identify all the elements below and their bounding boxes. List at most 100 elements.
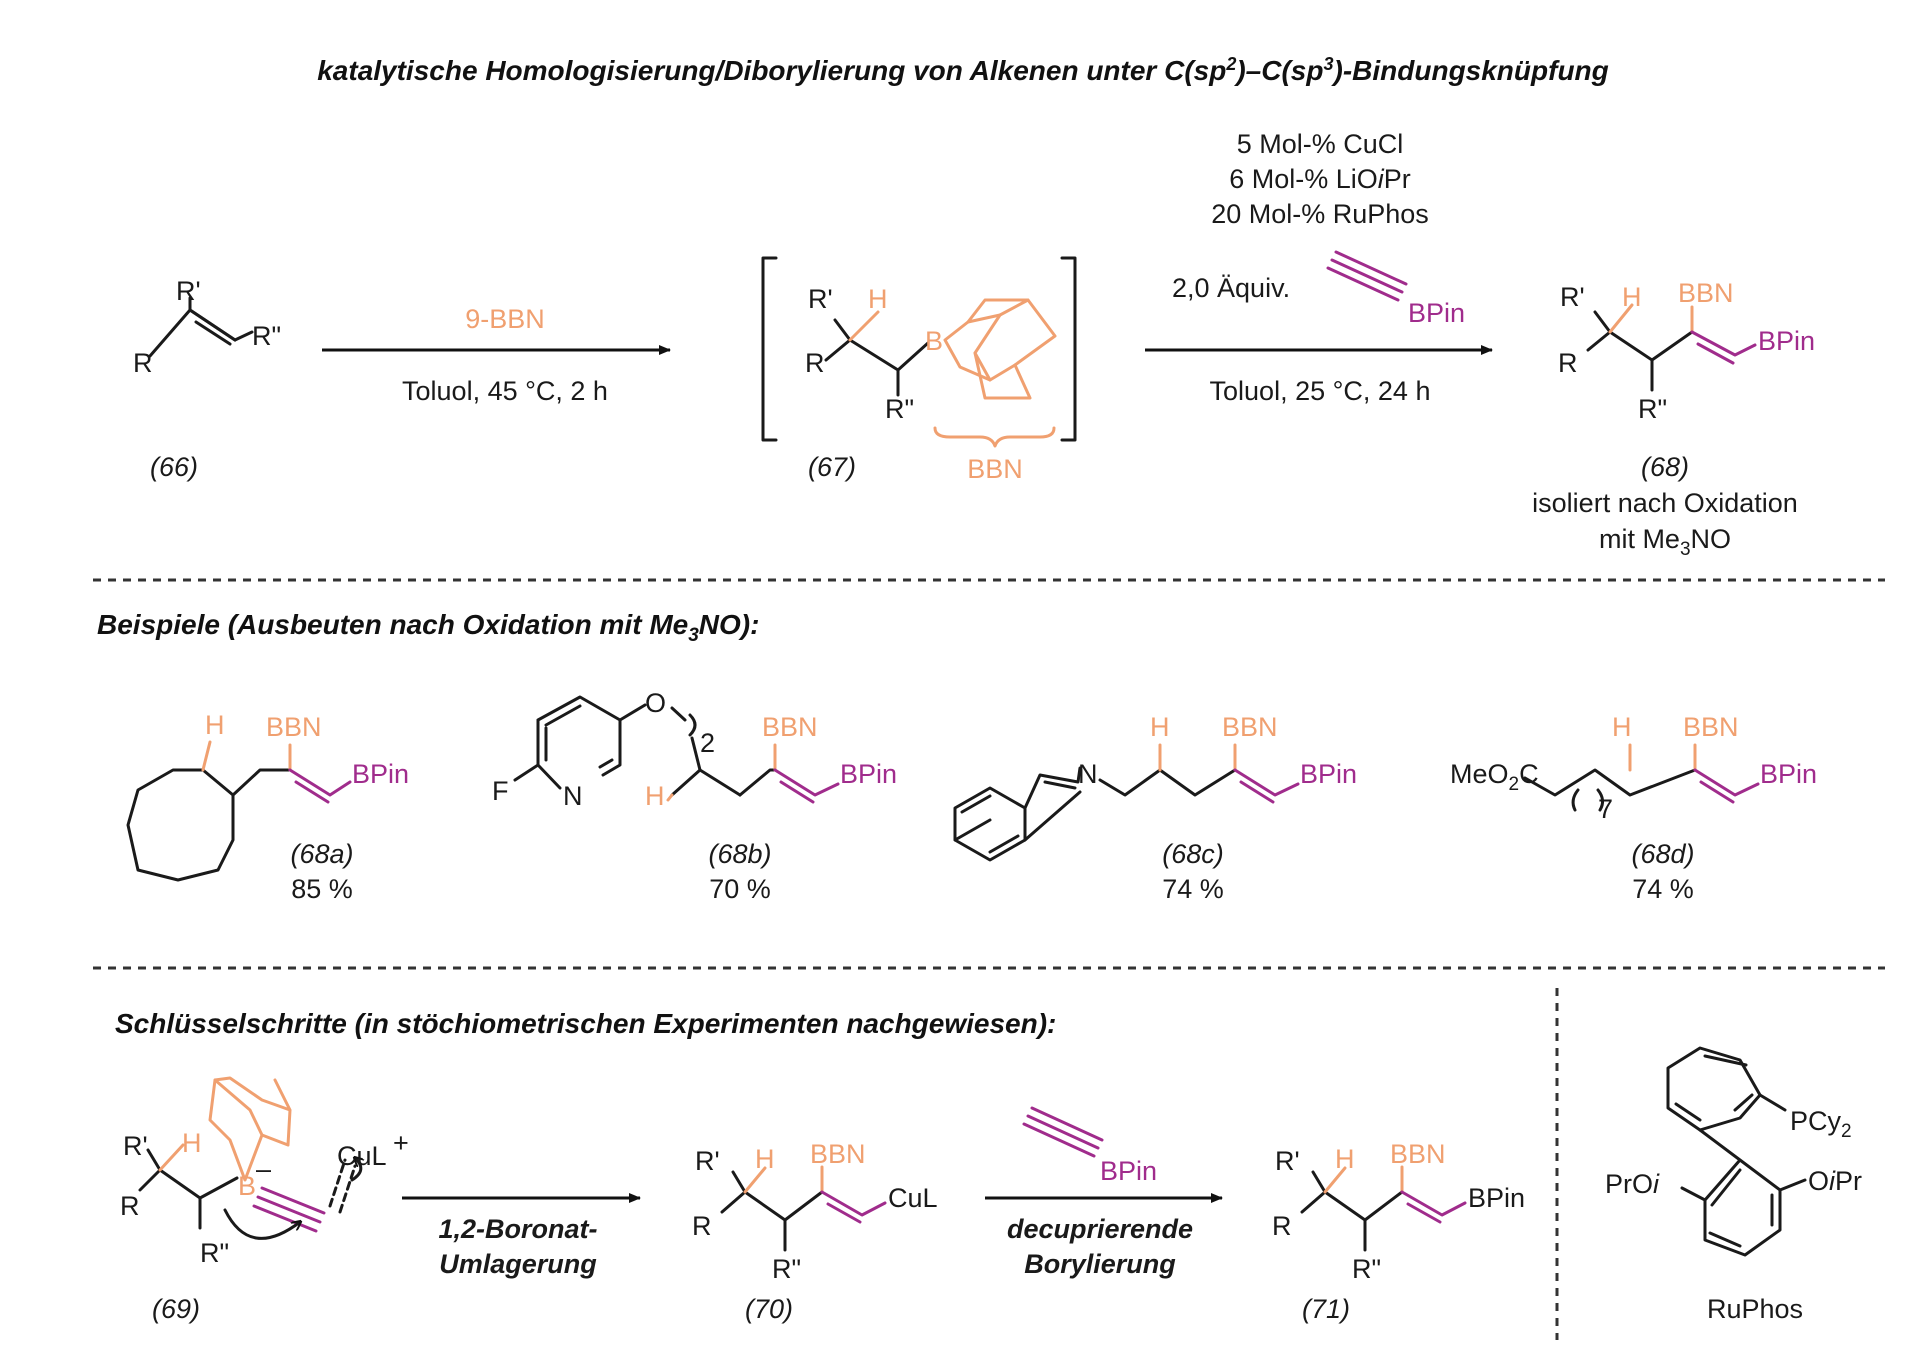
compound-68: R' H R R" BBN BPin (68) isoliert nach Ox… xyxy=(1532,278,1815,560)
arrow-borylation: BPin decuprierende Borylierung xyxy=(985,1106,1223,1279)
bpin-label: BPin xyxy=(840,759,897,789)
r-double-prime-label: R" xyxy=(200,1238,229,1268)
r-prime-label: R' xyxy=(123,1131,148,1161)
bbn-label: BBN xyxy=(1683,712,1739,742)
compound-69: R' H R R" B – CuL + (69) xyxy=(120,1076,409,1324)
h-label: H xyxy=(868,284,888,314)
h-label: H xyxy=(1612,712,1632,742)
yield-68b: 70 % xyxy=(709,874,771,904)
pcy2-label: PCy2 xyxy=(1790,1106,1852,1142)
meo2c-label: MeO2C xyxy=(1450,759,1539,795)
ruphos-label: RuPhos xyxy=(1707,1294,1803,1324)
plus-charge: + xyxy=(393,1128,409,1158)
arrow3-label-line1: 1,2-Boronat- xyxy=(438,1214,597,1244)
ruphos-structure: PCy2 PrOi OiPr RuPhos xyxy=(1605,1046,1862,1324)
r-double-prime-label: R" xyxy=(885,394,914,424)
mechanism-heading: Schlüsselschritte (in stöchiometrischen … xyxy=(115,1008,1056,1039)
bpin-label: BPin xyxy=(1300,759,1357,789)
label-67: (67) xyxy=(808,452,856,482)
example-68a: H BBN BPin (68a) 85 % xyxy=(126,710,409,904)
label-68b: (68b) xyxy=(708,839,771,869)
r-label: R xyxy=(805,348,825,378)
arrow-step1: 9-BBN Toluol, 45 °C, 2 h xyxy=(322,304,671,406)
compound-66: R' R" R (66) xyxy=(133,276,281,482)
h-label: H xyxy=(645,781,665,811)
r-double-prime-label: R" xyxy=(1638,394,1667,424)
alkyne-bpin-label: BPin xyxy=(1100,1156,1157,1186)
arrow-rearrangement: 1,2-Boronat- Umlagerung xyxy=(402,1193,641,1279)
nitrogen-label: N xyxy=(1078,759,1098,789)
bbn-label: BBN xyxy=(266,712,322,742)
arrow4-label-line1: decuprierende xyxy=(1007,1214,1193,1244)
label-68a: (68a) xyxy=(290,839,353,869)
compound-71: R' H R R" BBN BPin (71) xyxy=(1272,1139,1525,1324)
alkyne-equiv: 2,0 Äquiv. xyxy=(1172,273,1290,303)
arrow4-label-line2: Borylierung xyxy=(1024,1249,1176,1279)
proi-label: PrOi xyxy=(1605,1169,1660,1199)
bbn-label: BBN xyxy=(1678,278,1734,308)
label-70: (70) xyxy=(745,1294,793,1324)
cul-label: CuL xyxy=(337,1141,387,1171)
bpin-label: BPin xyxy=(1408,298,1465,328)
r-label: R xyxy=(1272,1211,1292,1241)
oipr-label: OiPr xyxy=(1808,1166,1862,1196)
h-label: H xyxy=(1335,1144,1355,1174)
r-double-prime-label: R" xyxy=(1352,1254,1381,1284)
note-68-line2: mit Me3NO xyxy=(1599,524,1731,560)
examples-heading: Beispiele (Ausbeuten nach Oxidation mit … xyxy=(97,609,759,646)
ligand-ruphos-loading: 20 Mol-% RuPhos xyxy=(1211,199,1429,229)
r-label: R xyxy=(133,348,153,378)
example-68c: N H BBN BPin (68c) 74 % xyxy=(953,712,1357,904)
scheme-title: katalytische Homologisierung/Diborylieru… xyxy=(317,54,1609,86)
bbn-label: BBN xyxy=(1390,1139,1446,1169)
bbn-label: BBN xyxy=(762,712,818,742)
r-prime-label: R' xyxy=(695,1146,720,1176)
yield-68d: 74 % xyxy=(1632,874,1694,904)
h-label: H xyxy=(755,1144,775,1174)
r-prime-label: R' xyxy=(1275,1146,1300,1176)
h-label: H xyxy=(205,710,225,740)
label-68: (68) xyxy=(1641,452,1689,482)
r-double-prime-label: R" xyxy=(772,1254,801,1284)
base-lioipr: 6 Mol-% LiOiPr xyxy=(1229,164,1411,194)
boron-label: B xyxy=(925,326,943,356)
bpin-label: BPin xyxy=(352,759,409,789)
reagent-9bbn: 9-BBN xyxy=(465,304,545,334)
arrow-step2: 5 Mol-% CuCl 6 Mol-% LiOiPr 20 Mol-% RuP… xyxy=(1145,129,1493,406)
example-68b: O 2 F N H BBN BPin (68b) 70 % xyxy=(492,688,897,904)
chain-subscript-7: 7 xyxy=(1598,794,1613,824)
yield-68a: 85 % xyxy=(291,874,353,904)
r-label: R xyxy=(1558,348,1578,378)
r-prime-label: R' xyxy=(176,276,201,306)
h-label: H xyxy=(182,1128,202,1158)
bbn-label: BBN xyxy=(810,1139,866,1169)
label-68d: (68d) xyxy=(1631,839,1694,869)
r-label: R xyxy=(120,1191,140,1221)
bracket-left xyxy=(761,256,778,442)
label-66: (66) xyxy=(150,452,198,482)
bpin-label: BPin xyxy=(1760,759,1817,789)
conditions-step1: Toluol, 45 °C, 2 h xyxy=(402,376,608,406)
nitrogen-label: N xyxy=(563,781,583,811)
arrow3-label-line2: Umlagerung xyxy=(439,1249,597,1279)
label-68c: (68c) xyxy=(1162,839,1224,869)
h-label: H xyxy=(1622,282,1642,312)
label-71: (71) xyxy=(1302,1294,1350,1324)
r-double-prime-label: R" xyxy=(252,321,281,351)
boron-label: B xyxy=(238,1171,256,1201)
r-label: R xyxy=(692,1211,712,1241)
oxygen-label: O xyxy=(645,688,666,718)
conditions-step2: Toluol, 25 °C, 24 h xyxy=(1210,376,1431,406)
bbn-label: BBN xyxy=(1222,712,1278,742)
alkynyl-bpin-reagent: BPin xyxy=(1326,250,1465,328)
minus-charge: – xyxy=(256,1154,271,1184)
cul-label: CuL xyxy=(888,1183,938,1213)
compound-67: R' H R R" B BBN (67) xyxy=(761,256,1077,484)
h-label: H xyxy=(1150,712,1170,742)
label-69: (69) xyxy=(152,1294,200,1324)
example-68d: MeO2C 7 H BBN BPin (68d) 74 % xyxy=(1450,712,1817,904)
bbn-brace xyxy=(933,426,1056,448)
catalyst-cucl: 5 Mol-% CuCl xyxy=(1237,129,1404,159)
compound-70: R' H R R" BBN CuL (70) xyxy=(692,1139,938,1324)
